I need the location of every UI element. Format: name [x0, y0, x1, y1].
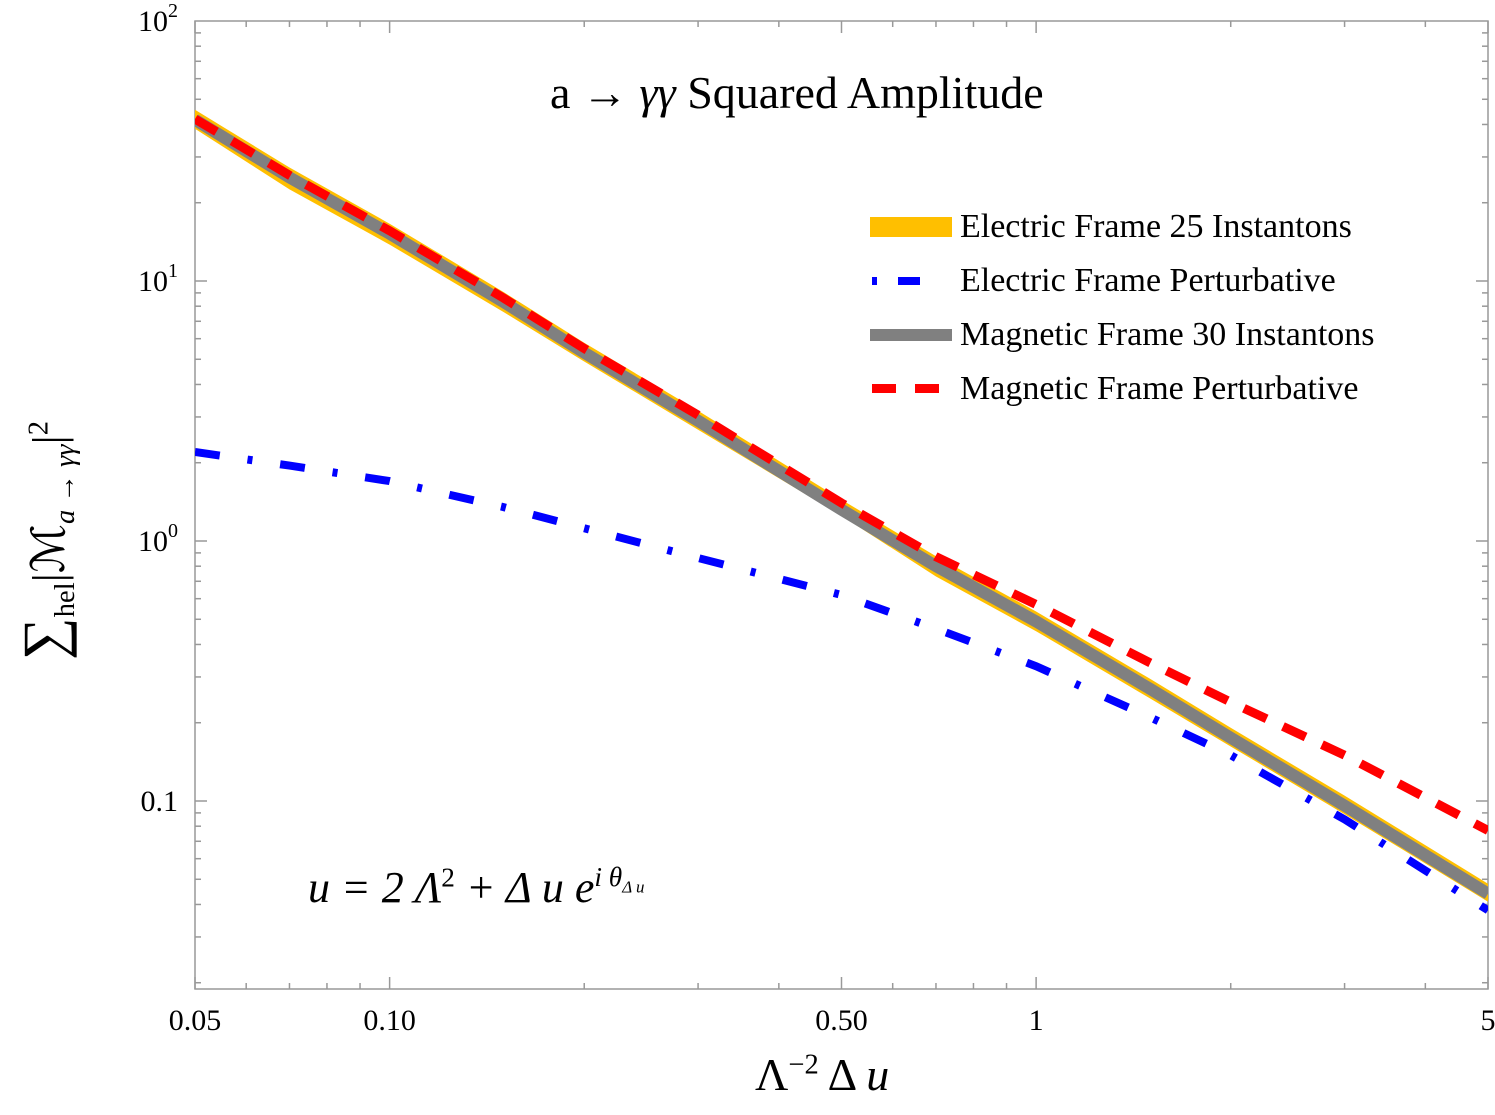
ylabel-sub: hel [50, 582, 82, 618]
x-tick-label: 5 [1481, 1004, 1495, 1037]
blue-dotdash-swatch-icon [872, 277, 920, 285]
xlabel-var: u [866, 1049, 890, 1100]
legend-label: Magnetic Frame Perturbative [960, 370, 1359, 407]
annotation-lhs: u = 2 Λ [308, 863, 442, 912]
annotation-exp: i θ [594, 862, 623, 893]
x-axis-label: Λ−2 Δ u [755, 1048, 889, 1101]
ylabel-close: | [23, 435, 74, 445]
xlabel-sup: −2 [788, 1049, 819, 1081]
axis-ticks: 0.05 0.10 0.50 1 5 102 101 100 0.1 [138, 0, 1495, 1037]
x-tick-label: 0.50 [815, 1004, 868, 1037]
x-tick-label: 1 [1029, 1004, 1044, 1037]
y-tick-label: 102 [138, 0, 178, 38]
xlabel-lambda: Λ [755, 1049, 789, 1100]
annotation-exp-sub: Δ u [622, 877, 645, 897]
legend-label: Magnetic Frame 30 Instantons [960, 316, 1375, 353]
electric-perturbative-line [195, 448, 1488, 914]
y-tick-label: 100 [138, 520, 178, 558]
title-suffix: Squared Amplitude [675, 67, 1044, 118]
gray-line-swatch-icon [870, 329, 952, 341]
ylabel-sum: ∑ [11, 617, 77, 660]
series-layer [195, 109, 1488, 914]
ylabel-body: |ℳ [23, 523, 74, 583]
magnetic-perturbative-line [195, 115, 1488, 835]
legend-label: Electric Frame Perturbative [960, 262, 1336, 299]
ylabel-sup: 2 [23, 420, 55, 436]
legend-item-electric-perturbative: Electric Frame Perturbative [870, 254, 1375, 308]
y-tick-label: 101 [138, 260, 178, 298]
title-greek: γγ [639, 67, 676, 118]
legend-item-electric-instantons: Electric Frame 25 Instantons [870, 200, 1375, 254]
legend-label: Electric Frame 25 Instantons [960, 208, 1352, 245]
parametrization-annotation: u = 2 Λ2 + Δ u ei θΔ u [308, 862, 644, 913]
legend: Electric Frame 25 Instantons Electric Fr… [870, 200, 1375, 416]
legend-item-magnetic-perturbative: Magnetic Frame Perturbative [870, 362, 1375, 416]
y-tick-label: 0.1 [141, 785, 179, 818]
chart-title: a → γγ Squared Amplitude [550, 66, 1044, 119]
ylabel-body-sub: a → γγ [50, 444, 82, 524]
annotation-mid: + Δ u e [454, 863, 595, 912]
annotation-sup: 2 [441, 862, 455, 893]
y-axis-label: ∑hel|ℳa → γγ|2 [10, 421, 82, 660]
red-dashed-swatch-icon [872, 384, 939, 393]
xlabel-delta: Δ [818, 1049, 867, 1100]
x-tick-label: 0.10 [363, 1004, 416, 1037]
title-prefix: a → [550, 67, 640, 118]
legend-item-magnetic-instantons: Magnetic Frame 30 Instantons [870, 308, 1375, 362]
orange-band-swatch-icon [870, 217, 952, 237]
x-tick-label: 0.05 [169, 1004, 222, 1037]
